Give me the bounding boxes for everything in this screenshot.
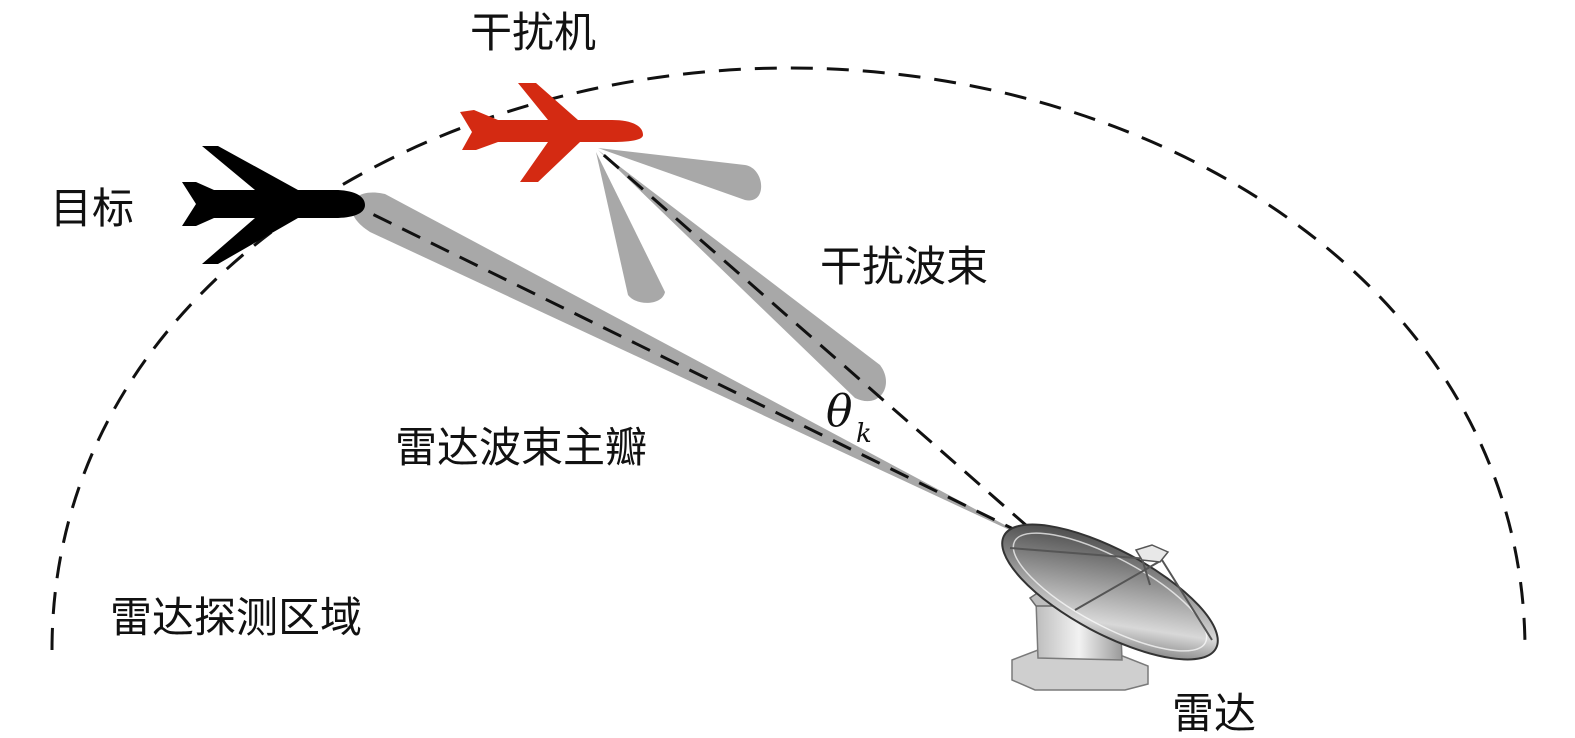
label-radar-main-lobe: 雷达波束主瓣 (395, 423, 647, 472)
jamming-beam-upper (598, 148, 762, 201)
label-angle-subscript: k (856, 419, 872, 449)
jamming-beam-right (598, 150, 886, 402)
target-airplane-icon (182, 146, 365, 264)
detection-area-arc (50, 66, 1527, 651)
radar-dish-icon (1001, 523, 1219, 691)
radar-to-target-line (359, 206, 1053, 550)
radar-to-jammer-line (597, 148, 1053, 550)
label-jamming-beam: 干扰波束 (820, 242, 988, 291)
jamming-beam-lower (596, 152, 665, 303)
label-radar: 雷达 (1172, 689, 1256, 738)
label-jammer: 干扰机 (470, 8, 596, 57)
label-target: 目标 (50, 184, 134, 233)
jammer-airplane-icon (460, 83, 643, 182)
label-radar-detection-area: 雷达探测区域 (110, 593, 362, 642)
label-angle-theta: θ (826, 386, 853, 437)
